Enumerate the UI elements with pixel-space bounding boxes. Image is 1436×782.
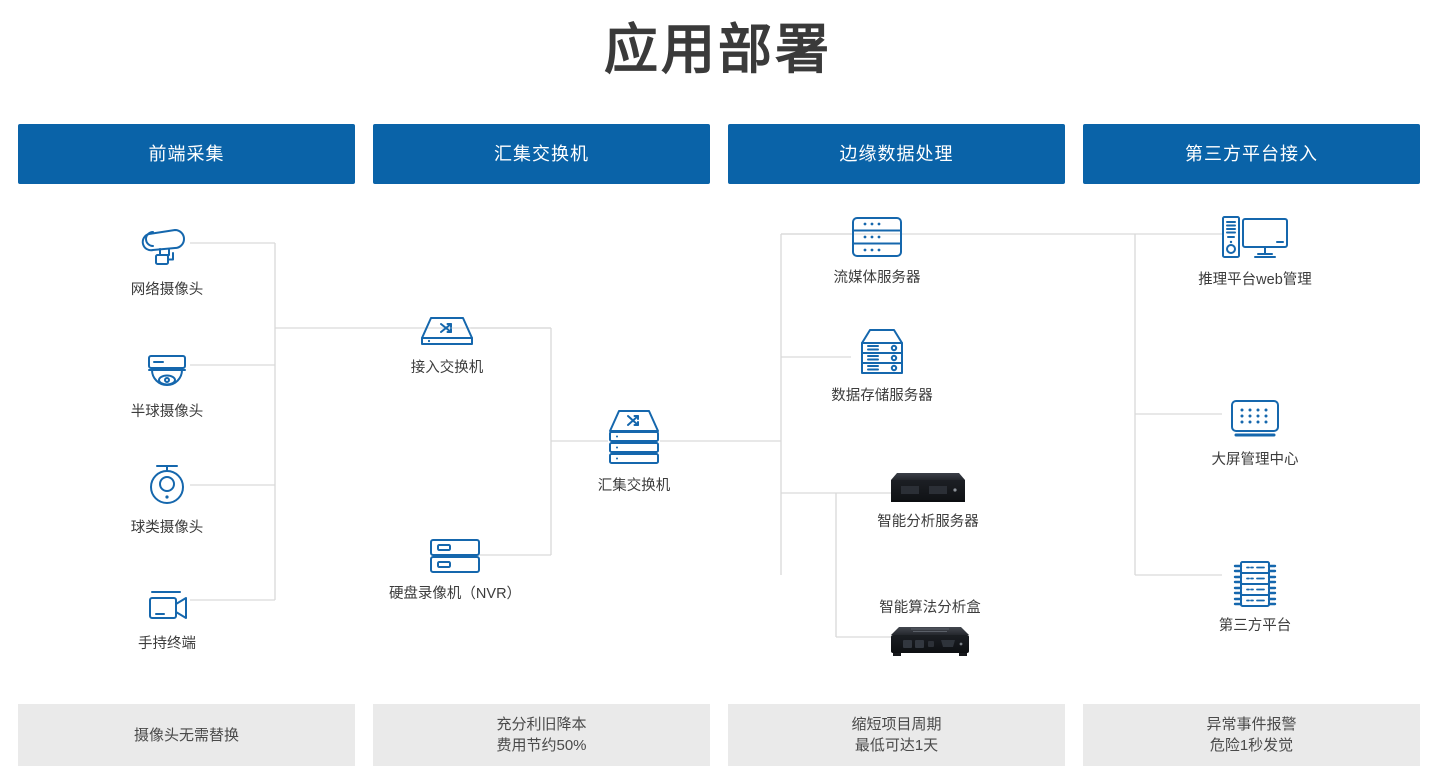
- node-storage-server[interactable]: 数据存储服务器: [782, 326, 982, 406]
- node-aggregation-switch[interactable]: 汇集交换机: [534, 406, 734, 496]
- edge-box-photo: [830, 626, 1030, 660]
- column-footer-front-end-collection: 摄像头无需替换: [18, 704, 355, 766]
- node-label: 大屏管理中心: [1211, 452, 1299, 468]
- switch-icon: [347, 296, 547, 350]
- node-ptz-camera[interactable]: 球类摄像头: [67, 456, 267, 538]
- node-label: 汇集交换机: [597, 478, 671, 494]
- footer-line: 异常事件报警: [1206, 716, 1297, 733]
- node-label: 智能算法分析盒: [879, 600, 981, 616]
- streaming-server-icon: [777, 206, 977, 260]
- node-video-wall[interactable]: 大屏管理中心: [1155, 388, 1355, 470]
- page-title: 应用部署: [604, 20, 832, 80]
- footer-line: 充分利旧降本: [496, 716, 587, 733]
- rack-server-photo: [828, 468, 1028, 504]
- node-dome-camera[interactable]: 半球摄像头: [67, 340, 267, 422]
- node-label: 推理平台web管理: [1198, 272, 1312, 288]
- ptz-camera-icon: [67, 456, 267, 510]
- column-header-aggregation-switch[interactable]: 汇集交换机: [373, 124, 710, 184]
- column-footer-aggregation-switch: 充分利旧降本 费用节约50%: [373, 704, 710, 766]
- node-algorithm-box[interactable]: 智能算法分析盒: [830, 598, 1030, 660]
- node-label: 智能分析服务器: [877, 514, 979, 530]
- node-access-switch[interactable]: 接入交换机: [347, 296, 547, 378]
- camcorder-icon: [67, 572, 267, 626]
- node-label: 流媒体服务器: [833, 270, 921, 286]
- storage-server-icon: [782, 326, 982, 378]
- video-wall-icon: [1155, 388, 1355, 442]
- node-streaming-server[interactable]: 流媒体服务器: [777, 206, 977, 288]
- footer-line: 摄像头无需替换: [133, 726, 239, 744]
- node-third-party-platform[interactable]: 第三方平台: [1155, 554, 1355, 636]
- stacked-switch-icon: [534, 406, 734, 468]
- node-label: 第三方平台: [1218, 618, 1292, 634]
- column-footer-third-party-platform-access: 异常事件报警 危险1秒发觉: [1083, 704, 1420, 766]
- footer-line: 危险1秒发觉: [1209, 737, 1294, 754]
- footer-line: 缩短项目周期: [851, 716, 942, 733]
- node-analysis-server[interactable]: 智能分析服务器: [828, 468, 1028, 532]
- node-label: 半球摄像头: [130, 404, 204, 420]
- node-label: 数据存储服务器: [831, 388, 933, 404]
- nvr-icon: [355, 522, 555, 576]
- desktop-pc-icon: [1155, 208, 1355, 262]
- node-handheld-terminal[interactable]: 手持终端: [67, 572, 267, 654]
- node-label: 接入交换机: [410, 360, 484, 376]
- node-label: 手持终端: [138, 636, 196, 652]
- column-header-third-party-platform-access[interactable]: 第三方平台接入: [1083, 124, 1420, 184]
- server-rack-icon: [1155, 554, 1355, 608]
- node-label: 球类摄像头: [130, 520, 204, 536]
- column-header-front-end-collection[interactable]: 前端采集: [18, 124, 355, 184]
- dome-camera-icon: [67, 340, 267, 394]
- node-nvr[interactable]: 硬盘录像机（NVR）: [355, 522, 555, 604]
- footer-line: 费用节约50%: [496, 737, 587, 754]
- node-network-camera[interactable]: 网络摄像头: [67, 218, 267, 300]
- node-web-management[interactable]: 推理平台web管理: [1155, 208, 1355, 290]
- footer-line: 最低可达1天: [854, 737, 939, 754]
- node-label: 硬盘录像机（NVR）: [388, 586, 522, 602]
- node-label: 网络摄像头: [130, 282, 204, 298]
- bullet-camera-icon: [67, 218, 267, 272]
- column-header-edge-data-processing[interactable]: 边缘数据处理: [728, 124, 1065, 184]
- column-footer-edge-data-processing: 缩短项目周期 最低可达1天: [728, 704, 1065, 766]
